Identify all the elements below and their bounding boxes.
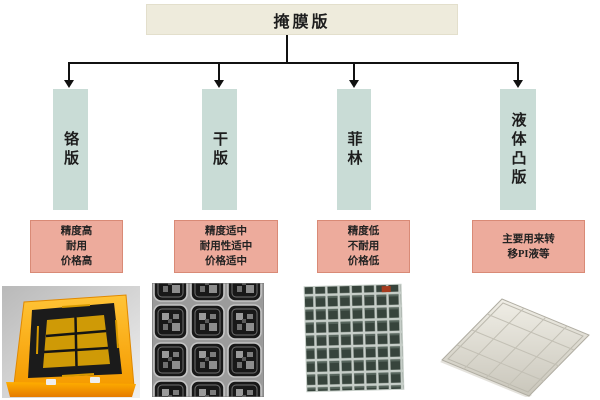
branch-node-film: 菲林 (337, 89, 371, 210)
feature-line: 价格低 (347, 256, 380, 267)
branch-node-chrome-plate: 铬版 (53, 89, 88, 210)
feature-box-liquid-relief-plate: 主要用来转 移PI液等 (472, 220, 585, 273)
branch-label: 液体凸版 (509, 111, 526, 188)
connector-drop-4 (517, 62, 519, 81)
feature-line: 移PI液等 (507, 248, 550, 260)
chrome-plate-photo (2, 286, 140, 398)
connector-drop-2 (218, 62, 220, 81)
feature-line: 不耐用 (347, 241, 380, 252)
feature-box-chrome-plate: 精度高 耐用 价格高 (30, 220, 123, 273)
feature-line: 耐用性适中 (199, 241, 253, 252)
connector-riser (286, 35, 288, 63)
branch-node-liquid-relief-plate: 液体凸版 (500, 89, 536, 210)
branch-label: 铬版 (62, 130, 78, 169)
feature-line: 精度适中 (205, 226, 247, 237)
branch-label: 菲林 (345, 130, 362, 169)
feature-box-dry-plate: 精度适中 耐用性适中 价格适中 (174, 220, 278, 273)
root-node-mask-plate: 掩膜版 (146, 4, 458, 35)
branch-node-dry-plate: 干版 (202, 89, 237, 210)
feature-line: 耐用 (66, 241, 87, 252)
arrow-down-icon (513, 80, 523, 88)
feature-line: 精度高 (60, 226, 93, 237)
feature-line: 主要用来转 (502, 233, 555, 245)
connector-drop-1 (68, 62, 70, 81)
feature-line: 价格适中 (205, 256, 247, 267)
connector-horizontal (69, 62, 519, 64)
feature-box-film: 精度低 不耐用 价格低 (317, 220, 410, 273)
liquid-relief-plate-photo (432, 282, 598, 397)
root-node-label: 掩膜版 (273, 13, 331, 31)
feature-line: 价格高 (60, 256, 93, 267)
film-photo (291, 281, 417, 397)
branch-label: 干版 (211, 130, 227, 169)
dry-plate-photo (152, 283, 264, 397)
arrow-down-icon (214, 80, 224, 88)
arrow-down-icon (349, 80, 359, 88)
connector-drop-3 (353, 62, 355, 81)
feature-line: 精度低 (347, 226, 380, 237)
arrow-down-icon (64, 80, 74, 88)
